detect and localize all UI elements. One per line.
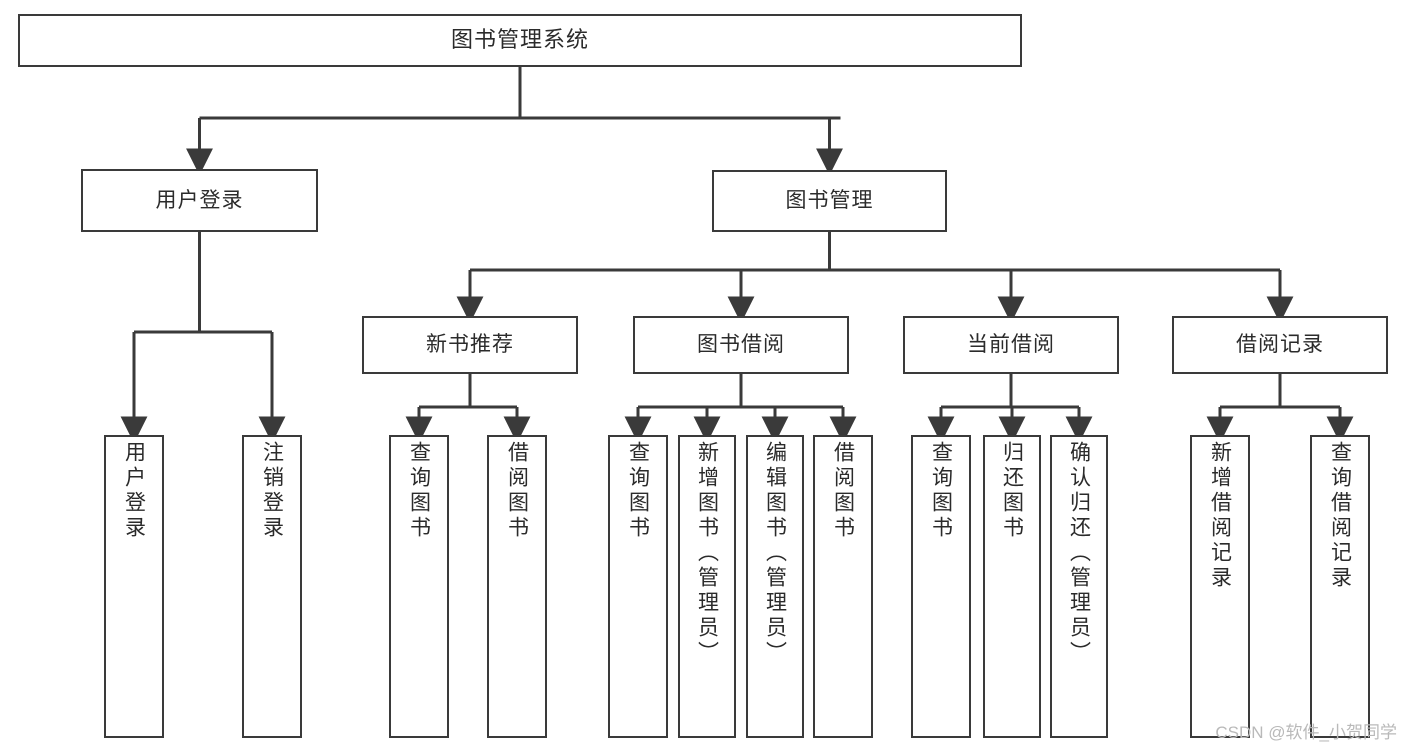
node-leaf-return-book-label: 归还图书: [1000, 441, 1024, 541]
node-root-label: 图书管理系统: [450, 27, 589, 53]
node-book-borrow[interactable]: 图书借阅: [633, 316, 849, 374]
node-leaf-return-book[interactable]: 归还图书: [983, 435, 1041, 738]
node-leaf-query-book-1[interactable]: 查询图书: [389, 435, 449, 738]
node-leaf-user-login[interactable]: 用户登录: [104, 435, 164, 738]
node-leaf-edit-book-admin[interactable]: 编辑图书（管理员）: [746, 435, 804, 738]
node-root[interactable]: 图书管理系统: [18, 14, 1022, 67]
node-leaf-add-borrow-record[interactable]: 新增借阅记录: [1190, 435, 1250, 738]
node-leaf-user-login-label: 用户登录: [122, 441, 146, 541]
node-user-login-label: 用户登录: [155, 188, 244, 212]
node-leaf-add-book-admin-label: 新增图书（管理员）: [695, 441, 719, 666]
node-leaf-query-book-3-label: 查询图书: [929, 441, 953, 541]
node-leaf-logout-login-label: 注销登录: [260, 441, 284, 541]
node-leaf-query-borrow-record[interactable]: 查询借阅记录: [1310, 435, 1370, 738]
node-new-book-recommend[interactable]: 新书推荐: [362, 316, 578, 374]
node-leaf-borrow-book-2[interactable]: 借阅图书: [813, 435, 873, 738]
node-leaf-borrow-book-1[interactable]: 借阅图书: [487, 435, 547, 738]
node-book-manage[interactable]: 图书管理: [712, 170, 947, 232]
node-leaf-query-borrow-record-label: 查询借阅记录: [1328, 441, 1352, 591]
node-leaf-query-book-1-label: 查询图书: [407, 441, 431, 541]
node-user-login[interactable]: 用户登录: [81, 169, 318, 232]
node-leaf-query-book-2[interactable]: 查询图书: [608, 435, 668, 738]
node-leaf-edit-book-admin-label: 编辑图书（管理员）: [763, 441, 787, 666]
node-leaf-borrow-book-1-label: 借阅图书: [505, 441, 529, 541]
node-borrow-record-label: 借阅记录: [1236, 333, 1324, 357]
node-leaf-borrow-book-2-label: 借阅图书: [831, 441, 855, 541]
node-leaf-confirm-return-admin-label: 确认归还（管理员）: [1067, 441, 1091, 666]
node-leaf-query-book-2-label: 查询图书: [626, 441, 650, 541]
node-leaf-logout-login[interactable]: 注销登录: [242, 435, 302, 738]
node-leaf-confirm-return-admin[interactable]: 确认归还（管理员）: [1050, 435, 1108, 738]
node-current-borrow-label: 当前借阅: [967, 333, 1055, 357]
node-leaf-add-book-admin[interactable]: 新增图书（管理员）: [678, 435, 736, 738]
node-borrow-record[interactable]: 借阅记录: [1172, 316, 1388, 374]
node-leaf-query-book-3[interactable]: 查询图书: [911, 435, 971, 738]
node-book-borrow-label: 图书借阅: [697, 333, 785, 357]
node-current-borrow[interactable]: 当前借阅: [903, 316, 1119, 374]
node-book-manage-label: 图书管理: [785, 189, 874, 213]
node-new-book-recommend-label: 新书推荐: [426, 333, 514, 357]
node-leaf-add-borrow-record-label: 新增借阅记录: [1208, 441, 1232, 591]
